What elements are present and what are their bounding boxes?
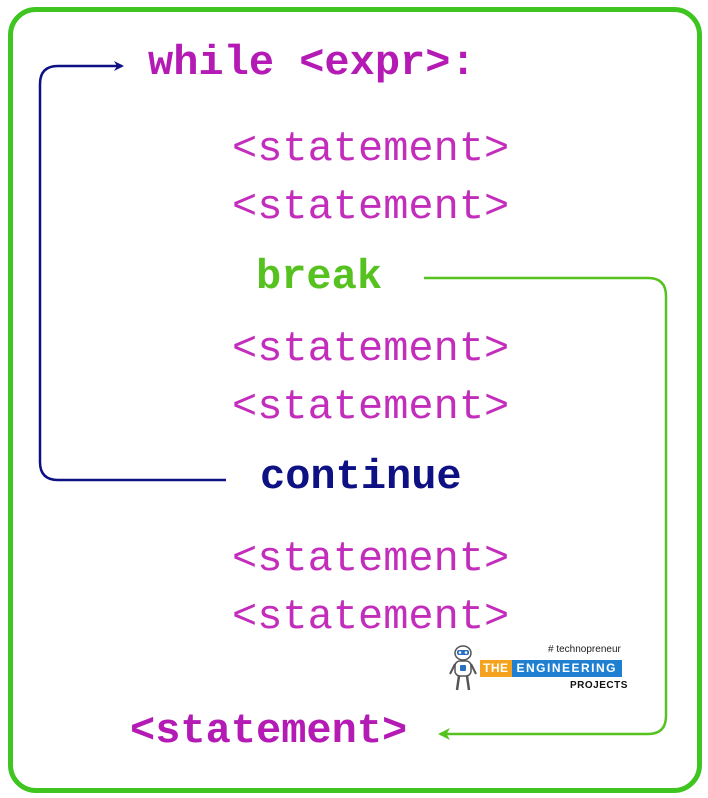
continue-keyword: continue	[260, 453, 462, 501]
statement-line: <statement>	[232, 325, 510, 373]
logo-projects: PROJECTS	[570, 680, 628, 691]
statement-line: <statement>	[232, 593, 510, 641]
statement-line: <statement>	[232, 383, 510, 431]
logo-engineering: ENGINEERING	[511, 660, 623, 677]
engineering-projects-logo: # technopreneur THE ENGINEERING PROJECTS	[448, 644, 638, 696]
break-arrow	[424, 276, 668, 740]
statement-line: <statement>	[232, 125, 510, 173]
diagram-frame	[8, 7, 702, 793]
statement-line: <statement>	[232, 535, 510, 583]
logo-tagline: # technopreneur	[548, 644, 621, 655]
while-header: while <expr>:	[148, 39, 476, 87]
robot-icon	[449, 645, 477, 691]
after-loop-statement: <statement>	[130, 707, 408, 755]
continue-arrow	[38, 61, 226, 482]
logo-banner: THE ENGINEERING	[480, 660, 623, 677]
statement-line: <statement>	[232, 183, 510, 231]
break-keyword: break	[256, 253, 383, 301]
logo-the: THE	[480, 660, 512, 677]
